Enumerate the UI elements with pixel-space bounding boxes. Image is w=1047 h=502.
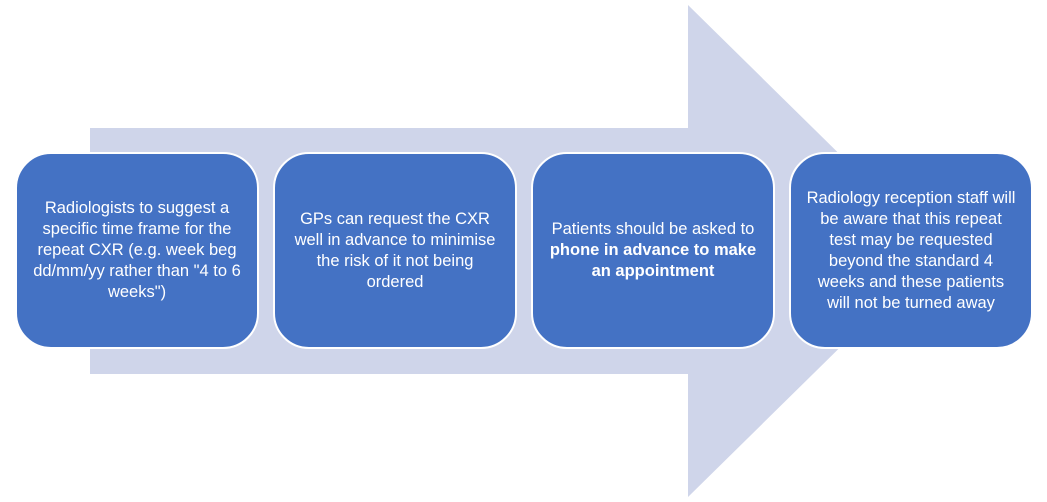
step-box-3: Patients should be asked to phone in adv… [531,152,775,349]
step-3-text-bold: phone in advance to make an appointment [549,241,757,280]
step-3-text: Patients should be asked to phone in adv… [547,219,759,282]
step-1-text: Radiologists to suggest a specific time … [33,199,241,301]
step-4-text: Radiology reception staff will be aware … [806,188,1016,312]
step-3-text-plain: Patients should be asked to [551,220,755,238]
step-2-text: GPs can request the CXR well in advance … [294,209,496,291]
step-box-4: Radiology reception staff will be aware … [789,152,1033,349]
step-box-2: GPs can request the CXR well in advance … [273,152,517,349]
step-box-1: Radiologists to suggest a specific time … [15,152,259,349]
